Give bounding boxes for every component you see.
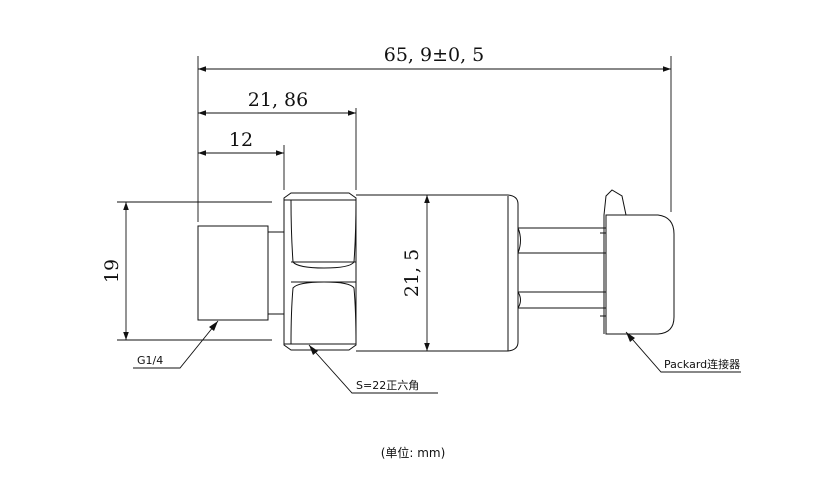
dim-overall-length: 65, 9±0, 5	[384, 44, 485, 66]
unit-note: (单位: mm)	[381, 445, 446, 460]
dimension-lines	[123, 66, 671, 351]
hex-nut	[283, 192, 357, 351]
extension-lines	[117, 56, 672, 341]
dim-length-to-hex: 21, 86	[248, 89, 308, 111]
callout-thread: G1/4	[137, 354, 163, 367]
leader-thread	[133, 320, 219, 369]
neck	[268, 231, 285, 315]
sensor-outline	[197, 189, 675, 352]
thread-port	[197, 225, 269, 321]
dim-thread-diameter: 19	[101, 259, 123, 283]
dim-body-diameter: 21, 5	[401, 249, 423, 297]
leader-connector	[625, 331, 741, 373]
dim-thread-length: 12	[229, 129, 253, 151]
packard-connector	[600, 189, 675, 335]
leader-lines	[133, 320, 741, 394]
main-body	[356, 194, 519, 352]
callout-hex: S=22正六角	[356, 379, 419, 392]
callout-connector: Packard连接器	[664, 358, 740, 371]
connector-leads	[517, 227, 606, 309]
leader-hex	[308, 344, 438, 394]
